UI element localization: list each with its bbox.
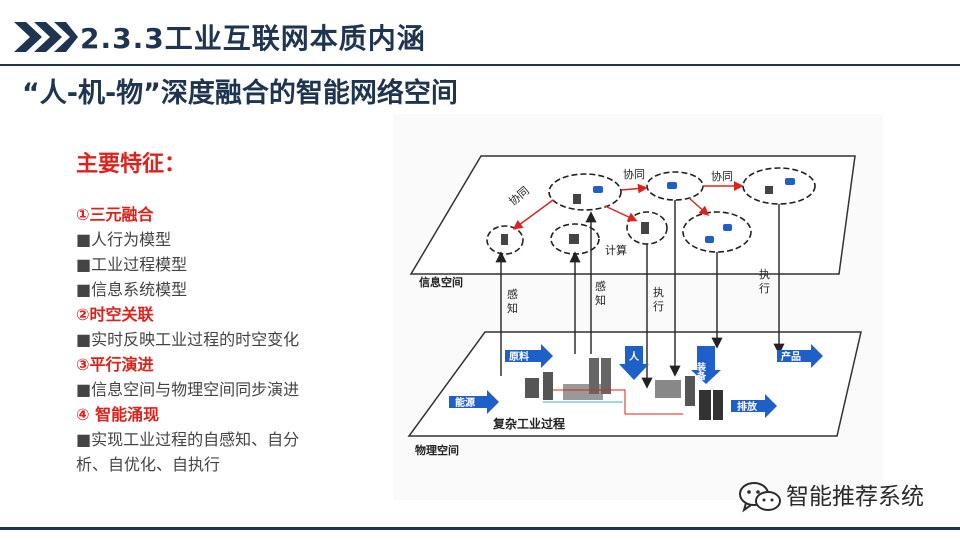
sense-label-char: 感 (507, 288, 518, 301)
feature-group-2: ②时空关联 ■实时反映工业过程的时空变化 (76, 302, 376, 352)
arrow-emission: 排放 (731, 394, 777, 418)
svg-text:能源: 能源 (455, 396, 475, 409)
feature-item: ■工业过程模型 (76, 255, 188, 274)
feature-title: ②时空关联 (76, 305, 154, 324)
feature-group-3: ③平行演进 ■信息空间与物理空间同步演进 (76, 352, 376, 402)
sense-label-char: 知 (595, 293, 606, 307)
execute-label-char: 执 (759, 267, 770, 281)
sense-label-char: 感 (595, 280, 606, 293)
svg-text:装备: 装备 (695, 361, 707, 381)
execute-label-char: 行 (653, 300, 664, 313)
svg-text:产品: 产品 (781, 350, 801, 363)
svg-text:排放: 排放 (737, 400, 758, 413)
feature-item: ■实现工业过程的自感知、自分 (76, 430, 300, 449)
execute-label-char: 执 (653, 285, 664, 299)
feature-item: ■信息空间与物理空间同步演进 (76, 380, 300, 399)
chevrons-icon (14, 22, 78, 52)
sense-label: 感知 (595, 280, 606, 307)
feature-item: ■实时反映工业过程的时空变化 (76, 330, 300, 349)
svg-text:原料: 原料 (509, 350, 529, 363)
header-divider (0, 64, 960, 66)
physical-space-label: 物理空间 (415, 443, 459, 457)
arrow-raw-material: 原料 (505, 344, 553, 368)
execute-label-char: 行 (759, 282, 770, 295)
cyber-node (548, 173, 622, 211)
cyber-node (742, 167, 816, 205)
watermark: 智能推荐系统 (738, 480, 924, 514)
features-heading: 主要特征： (76, 152, 187, 177)
factory-equipment (525, 358, 723, 420)
sense-label-char: 知 (507, 301, 518, 315)
cyber-physical-diagram: 协同 协同 协同 计算 信息空间 物理空间 感知 感知 执行 执行 (393, 114, 883, 500)
features-panel: 主要特征： ①三元融合 ■人行为模型 ■工业过程模型 ■信息系统模型 ②时空关联… (76, 150, 376, 477)
execute-label: 执行 (653, 285, 664, 313)
collab-label: 协同 (623, 167, 645, 181)
arrow-product: 产品 (777, 344, 823, 368)
feature-item: ■信息系统模型 (76, 280, 188, 299)
process-label: 复杂工业过程 (492, 416, 565, 431)
arrow-person: 人 (619, 346, 649, 380)
cyber-nodes (486, 167, 816, 255)
feature-item: ■人行为模型 (76, 230, 172, 249)
feature-title: ①三元融合 (76, 205, 154, 224)
feature-title: ③平行演进 (76, 355, 154, 374)
page-subtitle: “人-机-物”深度融合的智能网络空间 (22, 78, 458, 109)
wechat-icon (739, 482, 781, 513)
collab-label: 协同 (711, 169, 733, 183)
compute-label: 计算 (605, 243, 627, 257)
sense-label: 感知 (507, 288, 518, 315)
feature-group-1: ①三元融合 ■人行为模型 ■工业过程模型 ■信息系统模型 (76, 202, 376, 302)
info-space-label: 信息空间 (419, 275, 463, 289)
feature-item: 析、自优化、自执行 (76, 455, 221, 474)
footer-divider (0, 527, 960, 530)
arrow-equipment: 装备 (691, 346, 721, 384)
svg-text:人: 人 (629, 350, 640, 363)
page-title: 2.3.3工业互联网本质内涵 (80, 22, 426, 55)
watermark-text: 智能推荐系统 (786, 484, 924, 510)
arrow-energy: 能源 (449, 390, 499, 414)
feature-group-4: ④ 智能涌现 ■实现工业过程的自感知、自分 析、自优化、自执行 (76, 402, 376, 477)
cyber-node (682, 211, 752, 253)
feature-title: ④ 智能涌现 (76, 405, 160, 424)
execute-label: 执行 (759, 267, 770, 295)
